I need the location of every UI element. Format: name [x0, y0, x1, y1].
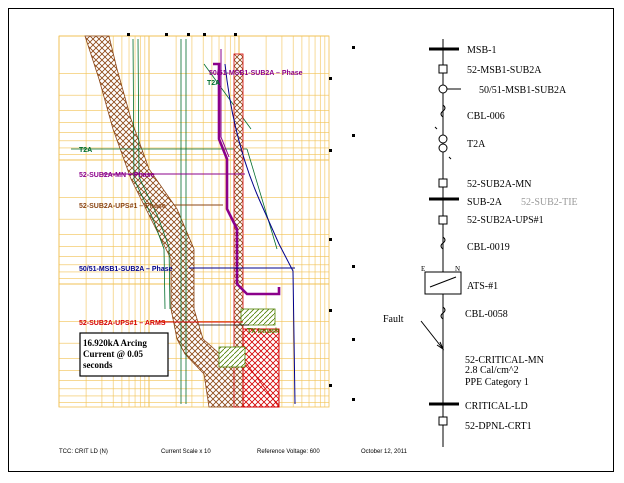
msb1-phase-curve — [224, 63, 296, 405]
cable-0019-icon — [440, 236, 446, 250]
curve-label-tx-inrush: TX Inrush — [247, 328, 279, 335]
arc-flash-line-1: 16.920kA Arcing — [83, 338, 147, 348]
label-sub-2a: SUB-2A — [467, 197, 503, 208]
label-52-sub2a-ups1: 52-SUB2A-UPS#1 — [467, 215, 544, 226]
label-critical-ld: CRITICAL-LD — [465, 401, 528, 412]
breaker-sub2a-mn — [438, 178, 448, 188]
footer-tcc-name: TCC: CRIT LD (N) — [59, 449, 108, 455]
label-52-dpnl-crt1: 52-DPNL-CRT1 — [465, 421, 532, 432]
breaker-dpnl-crt1 — [438, 416, 448, 426]
label-ats-1: ATS-#1 — [467, 281, 498, 292]
tcc-edge-ticks — [127, 33, 355, 401]
label-ppe-category: PPE Category 1 — [465, 377, 529, 388]
curve-label-ups-arms: 52-SUB2A-UPS#1 – ARMS — [79, 320, 166, 327]
arc-flash-line-3: seconds — [83, 360, 113, 370]
label-relay: 50/51-MSB1-SUB2A — [479, 85, 567, 96]
label-t2a: T2A — [467, 139, 486, 150]
curve-label-t2a: T2A — [79, 147, 92, 154]
label-msb1: MSB-1 — [467, 45, 496, 56]
label-52-critical-mn: 52-CRITICAL-MN — [465, 355, 544, 366]
mn-phase-curve — [213, 62, 281, 296]
relay-icon — [438, 84, 448, 94]
footer-reference-voltage: Reference Voltage: 600 — [257, 449, 320, 455]
ats-switch-blade — [429, 276, 457, 288]
t2a-primary-coil — [438, 134, 448, 144]
mn-phase-curve-thin — [220, 49, 230, 158]
label-52-sub2-tie: 52-SUB2-TIE — [521, 197, 578, 208]
curve-label-top: 50/51-MSB1-SUB2A – Phase — [209, 70, 303, 77]
mn-phase-strip — [233, 53, 244, 408]
diagram-frame: 50/51-MSB1-SUB2A – Phase T2A T2A 52-SUB2… — [8, 8, 614, 472]
curve-label-mn: 52-SUB2A-MN – Phase — [79, 172, 155, 179]
label-ats-n: N — [455, 265, 460, 273]
fault-arrow-line — [420, 320, 444, 350]
curve-label-ups-phase: 52-SUB2A-UPS#1 – Phase — [79, 203, 166, 210]
breaker-sub2a-ups1 — [438, 215, 448, 225]
green-curve-b — [137, 38, 171, 310]
t2a-ground-marks — [434, 126, 452, 160]
t2a-slope — [246, 148, 278, 250]
label-cbl-0058: CBL-0058 — [465, 309, 508, 320]
label-cbl-006: CBL-006 — [467, 111, 505, 122]
tx-inrush-region — [240, 308, 276, 326]
t2a-secondary-coil — [438, 143, 448, 153]
breaker-msb1-sub2a — [438, 64, 448, 74]
ups-arms-region — [242, 328, 280, 408]
curve-label-msb1-phase: 50/51-MSB1-SUB2A – Phase — [79, 266, 173, 273]
cable-006-icon — [440, 104, 446, 118]
label-52-sub2a-mn: 52-SUB2A-MN — [467, 179, 531, 190]
diagram-canvas: 50/51-MSB1-SUB2A – Phase T2A T2A 52-SUB2… — [58, 33, 578, 455]
label-ats-e: E — [421, 265, 425, 273]
tx-inrush-block — [218, 346, 246, 368]
ats-box — [424, 271, 462, 295]
label-cbl-0019: CBL-0019 — [467, 242, 510, 253]
label-fault: Fault — [383, 314, 404, 325]
label-incident-energy: 2.8 Cal/cm^2 — [465, 365, 519, 376]
label-52-msb1-sub2a: 52-MSB1-SUB2A — [467, 65, 542, 76]
arc-flash-box — [79, 332, 169, 377]
tcc-plot: 50/51-MSB1-SUB2A – Phase T2A T2A 52-SUB2… — [58, 33, 355, 408]
arc-flash-line-2: Current @ 0.05 — [83, 349, 143, 359]
green-curve-a — [132, 38, 166, 310]
footer-current-scale: Current Scale x 10 — [161, 449, 211, 455]
footer-date: October 12, 2011 — [361, 449, 408, 455]
ups-arms-diagonal — [242, 358, 280, 408]
curve-label-t2a-small: T2A — [207, 80, 220, 87]
fault-arrow-head — [436, 341, 445, 351]
one-line-diagram — [420, 39, 462, 447]
cable-0058-icon — [440, 306, 446, 320]
